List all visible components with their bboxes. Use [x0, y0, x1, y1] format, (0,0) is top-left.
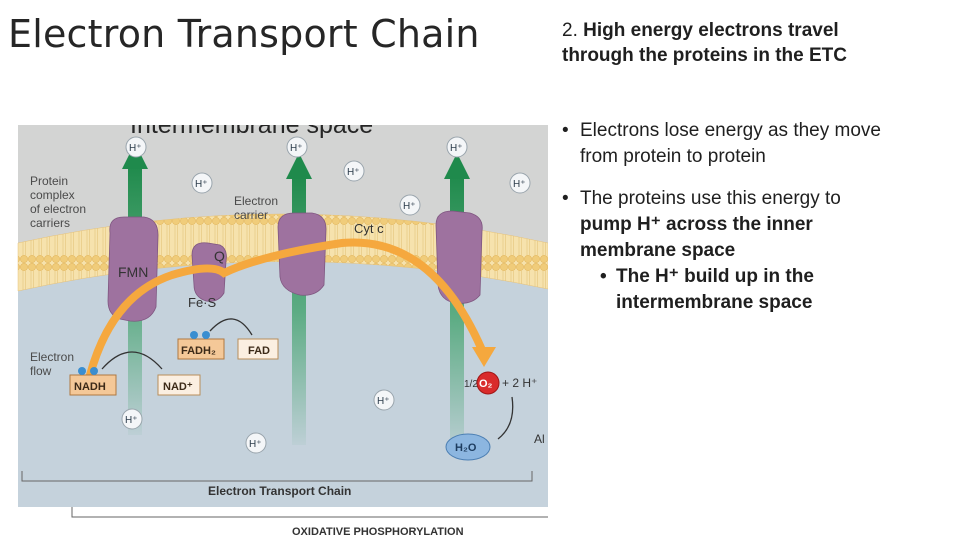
- h-ion: H⁺: [343, 160, 365, 182]
- svg-text:of electron: of electron: [30, 202, 86, 216]
- svg-text:flow: flow: [30, 364, 52, 378]
- h-ion-group: H⁺ H⁺ H⁺ H⁺ H⁺ H⁺ H⁺ H⁺ H⁺ H⁺: [121, 136, 531, 454]
- nadh-conversion-arrow: [101, 351, 163, 370]
- fes-label: Fe·S: [188, 295, 217, 310]
- electron-flow-arrowhead: [472, 347, 496, 367]
- svg-text:H⁺: H⁺: [249, 439, 262, 450]
- electron-flow-arrow: [86, 238, 486, 379]
- svg-text:O₂: O₂: [479, 378, 493, 390]
- h-ion: H⁺: [286, 136, 308, 158]
- point-heading: 2. High energy electrons travel through …: [562, 18, 952, 68]
- point-text-line1: High energy electrons travel: [583, 20, 839, 41]
- svg-text:H⁺: H⁺: [290, 143, 303, 154]
- svg-text:H⁺: H⁺: [125, 415, 138, 426]
- sub-bullet-item: • The H⁺ build up in the intermembrane s…: [562, 264, 952, 316]
- h-ion: H⁺: [373, 389, 395, 411]
- two-h-label: + 2 H⁺: [502, 376, 537, 390]
- bullet-line: Electrons lose energy as they move: [580, 120, 881, 141]
- svg-text:H⁺: H⁺: [195, 179, 208, 190]
- svg-text:FADH₂: FADH₂: [181, 345, 216, 357]
- bullet-line: membrane space: [580, 240, 736, 261]
- fad-box: FAD: [237, 338, 279, 360]
- half-label: 1/2: [464, 379, 478, 390]
- bullet-line: pump H⁺ across the inner: [580, 214, 813, 235]
- svg-text:H⁺: H⁺: [513, 179, 526, 190]
- svg-text:FAD: FAD: [248, 345, 270, 357]
- nadh-box: NADH: [69, 367, 117, 396]
- protein-complexes: [107, 210, 483, 322]
- nad-box: NAD⁺: [157, 374, 201, 396]
- sub-bullet-dot: •: [600, 266, 607, 287]
- bullet-list: • Electrons lose energy as they move fro…: [562, 118, 952, 332]
- bullet-item: • Electrons lose energy as they move fro…: [562, 118, 952, 170]
- h-ion: H⁺: [446, 136, 468, 158]
- svg-text:NADH: NADH: [74, 381, 106, 393]
- svg-text:carriers: carriers: [30, 216, 70, 230]
- q-label: Q: [214, 248, 225, 264]
- etc-bracket: [21, 471, 533, 482]
- h2o-molecule: H₂O: [445, 433, 491, 461]
- h-ion: H⁺: [121, 408, 143, 430]
- slide-title: Electron Transport Chain: [8, 12, 480, 56]
- intermembrane-space-label: Intermembrane space: [130, 125, 373, 139]
- fadh2-conversion-arrow: [209, 318, 253, 336]
- svg-text:H⁺: H⁺: [347, 167, 360, 178]
- h-ion: H⁺: [509, 172, 531, 194]
- oxphos-bracket: [71, 507, 548, 518]
- protein-complex-label: Protein complex of electron carriers: [30, 174, 86, 230]
- fadh2-box: FADH₂: [177, 331, 225, 360]
- svg-text:carrier: carrier: [234, 208, 268, 222]
- etc-diagram: H⁺ H⁺ H⁺ H⁺ H⁺ H⁺ H⁺ H⁺ H⁺ H⁺ Intermembr…: [17, 125, 548, 538]
- svg-text:H⁺: H⁺: [450, 143, 463, 154]
- bullet-dot: •: [562, 120, 569, 141]
- water-formation-arrow: [497, 396, 514, 440]
- svg-text:H⁺: H⁺: [377, 396, 390, 407]
- h-ion: H⁺: [399, 194, 421, 216]
- svg-text:H⁺: H⁺: [129, 143, 142, 154]
- svg-text:H₂O: H₂O: [455, 442, 477, 454]
- al-label: Al: [534, 432, 545, 446]
- h-ion: H⁺: [245, 432, 267, 454]
- svg-text:complex: complex: [30, 188, 75, 202]
- svg-text:H⁺: H⁺: [403, 201, 416, 212]
- h-ion: H⁺: [125, 136, 147, 158]
- svg-text:Electron: Electron: [30, 350, 74, 364]
- point-text-line2: through the proteins in the ETC: [562, 45, 847, 66]
- bullet-dot: •: [562, 188, 569, 209]
- cytc-label: Cyt c: [354, 221, 384, 236]
- sub-bullet-line: intermembrane space: [616, 292, 813, 313]
- bullet-line: The proteins use this energy to: [580, 188, 841, 209]
- fmn-label: FMN: [118, 264, 148, 280]
- svg-text:Electron: Electron: [234, 194, 278, 208]
- svg-text:Protein: Protein: [30, 174, 68, 188]
- svg-text:NAD⁺: NAD⁺: [163, 381, 193, 393]
- point-number: 2.: [562, 20, 578, 41]
- bullet-line: from protein to protein: [580, 146, 766, 167]
- electron-flow-label: Electron flow: [30, 350, 74, 378]
- etc-diagram-label: Electron Transport Chain: [208, 484, 351, 498]
- electron-carrier-label: Electron carrier: [234, 194, 278, 222]
- oxphos-label: OXIDATIVE PHOSPHORYLATION: [292, 526, 464, 538]
- sub-bullet-line: The H⁺ build up in the: [616, 266, 814, 287]
- o2-molecule: O₂: [476, 371, 500, 395]
- bullet-item: • The proteins use this energy to pump H…: [562, 186, 952, 316]
- h-ion: H⁺: [191, 172, 213, 194]
